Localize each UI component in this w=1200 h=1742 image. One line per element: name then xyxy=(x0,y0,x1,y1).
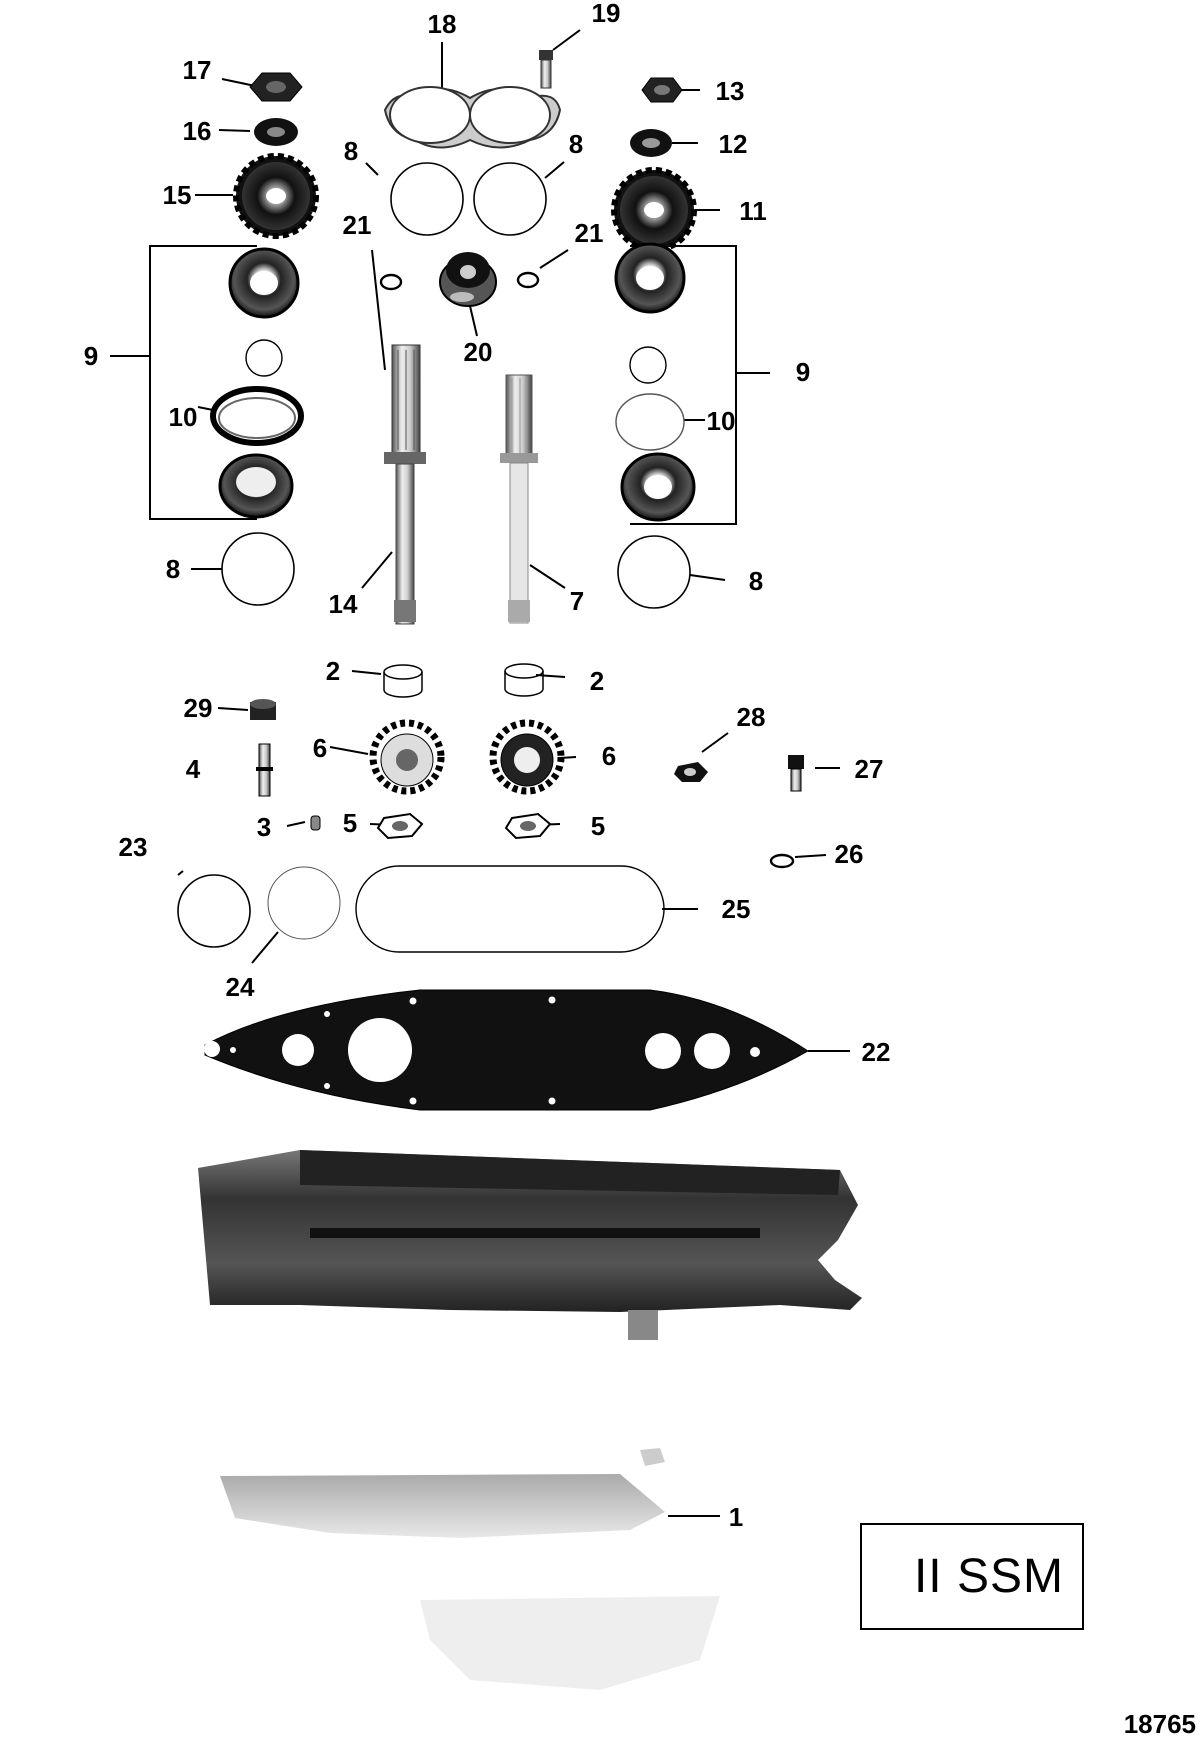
pinion-gear-6-right xyxy=(489,719,565,795)
stud-4 xyxy=(256,743,273,797)
nut-29 xyxy=(250,699,276,720)
callout-17: 17 xyxy=(183,55,212,85)
callout-2-right: 2 xyxy=(590,666,604,696)
callout-6-right: 6 xyxy=(602,741,616,771)
callout-10-right: 10 xyxy=(707,406,736,436)
callout-8-right: 8 xyxy=(749,566,763,596)
bushing-2-left xyxy=(383,664,423,698)
callout-4: 4 xyxy=(186,754,201,784)
callout-22: 22 xyxy=(862,1037,891,1067)
gear-housing-1 xyxy=(198,1150,862,1690)
callout-9-left: 9 xyxy=(84,341,98,371)
o-ring-8-lower-right xyxy=(617,535,691,609)
bearing-stack-left xyxy=(210,247,304,519)
model-badge-text: II SSM xyxy=(913,1550,1064,1603)
pinion-gear-6-left xyxy=(369,719,445,795)
bolt-27 xyxy=(788,755,804,792)
gasket-plate-22 xyxy=(204,989,809,1111)
leader-lines xyxy=(110,29,850,1517)
ring-21-right xyxy=(516,271,540,289)
callout-24: 24 xyxy=(226,972,255,1002)
callout-5-left: 5 xyxy=(343,808,357,838)
gasket-25 xyxy=(355,865,665,953)
callout-8-top-left: 8 xyxy=(344,136,358,166)
gear-15 xyxy=(233,153,319,239)
callout-13: 13 xyxy=(716,76,745,106)
callout-18: 18 xyxy=(428,9,457,39)
callout-8-left: 8 xyxy=(166,554,180,584)
callout-12: 12 xyxy=(719,129,748,159)
shaft-7 xyxy=(500,374,538,624)
gasket-18 xyxy=(383,86,562,149)
o-ring-8-top-right xyxy=(473,162,547,236)
callout-6-left: 6 xyxy=(313,733,327,763)
callout-5-right: 5 xyxy=(591,811,605,841)
callout-23: 23 xyxy=(119,832,148,862)
figure-number: 18765 xyxy=(1123,1709,1196,1739)
callout-16: 16 xyxy=(183,116,212,146)
model-badge: II SSM xyxy=(860,1523,1084,1630)
bolt-19 xyxy=(539,50,553,89)
nut-5-right xyxy=(504,812,552,840)
callout-7: 7 xyxy=(570,586,584,616)
nut-28 xyxy=(674,762,708,782)
shaft-14 xyxy=(384,344,426,625)
callout-2-left: 2 xyxy=(326,656,340,686)
o-ring-23 xyxy=(177,874,251,948)
callout-11: 11 xyxy=(739,196,767,226)
bearing-20 xyxy=(439,252,497,307)
callout-27: 27 xyxy=(855,754,884,784)
washer-26 xyxy=(769,853,795,869)
pin-3 xyxy=(310,815,321,831)
ring-21-left xyxy=(379,273,403,291)
callout-25: 25 xyxy=(722,894,751,924)
o-ring-8-top-left xyxy=(390,162,464,236)
callout-15: 15 xyxy=(163,180,192,210)
callout-21-right: 21 xyxy=(575,218,604,248)
nut-5-left xyxy=(376,812,424,840)
callout-29: 29 xyxy=(184,693,213,723)
callout-10-left: 10 xyxy=(169,402,198,432)
callout-28: 28 xyxy=(737,702,766,732)
callout-21-left: 21 xyxy=(343,210,372,240)
callout-3: 3 xyxy=(257,812,271,842)
callout-26: 26 xyxy=(835,839,864,869)
callout-8-top-right: 8 xyxy=(569,129,583,159)
gear-11 xyxy=(611,167,697,253)
callout-labels: 17 16 15 18 19 13 12 11 8 8 21 21 20 9 9… xyxy=(84,0,891,1532)
callout-9-right: 9 xyxy=(796,357,810,387)
callout-1: 1 xyxy=(729,1502,743,1532)
callout-20: 20 xyxy=(464,337,493,367)
bushing-2-right xyxy=(504,663,544,697)
o-ring-8-lower-left xyxy=(221,532,295,606)
callout-14: 14 xyxy=(329,589,358,619)
o-ring-24 xyxy=(267,866,341,940)
bearing-stack-right xyxy=(614,242,696,522)
callout-19: 19 xyxy=(592,0,621,28)
